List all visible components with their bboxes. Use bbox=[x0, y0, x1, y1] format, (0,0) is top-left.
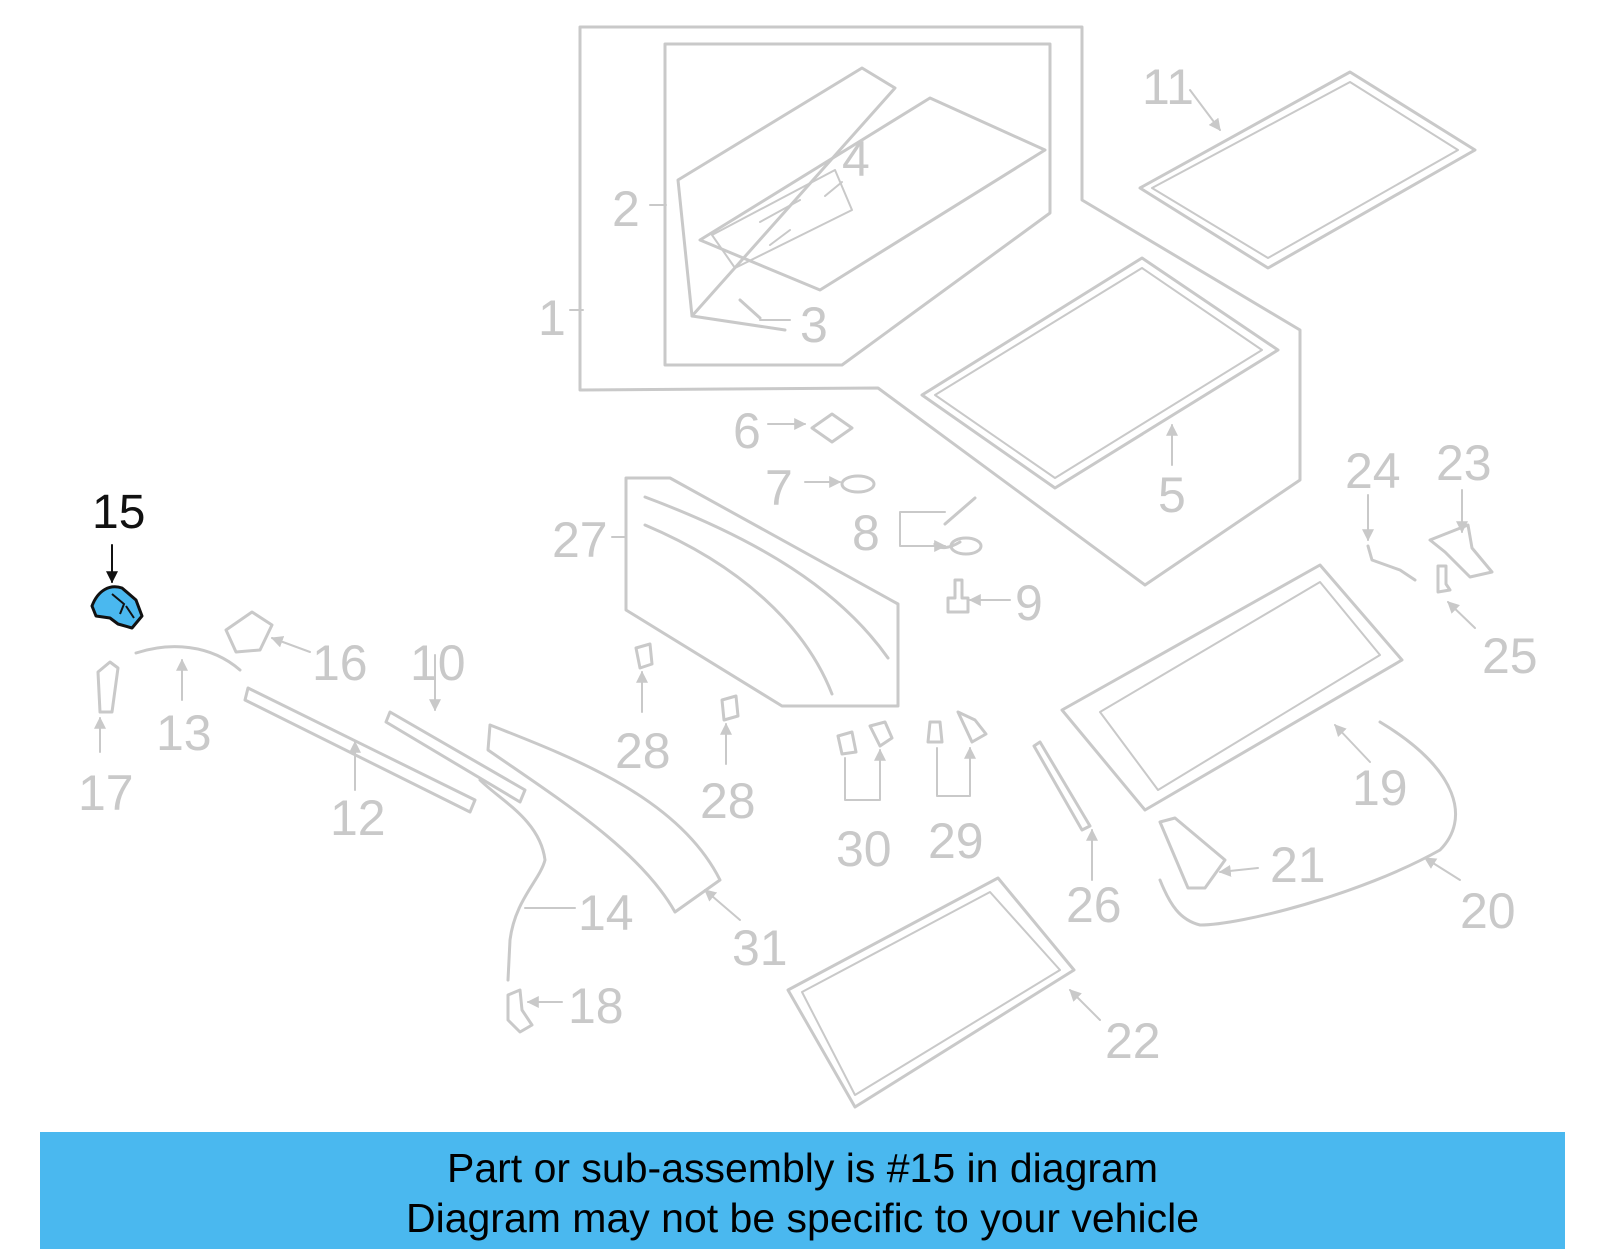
caption-line-2: Diagram may not be specific to your vehi… bbox=[405, 1195, 1199, 1241]
callout-12: 12 bbox=[330, 790, 386, 846]
callout-21: 21 bbox=[1270, 837, 1326, 893]
callout-28b: 28 bbox=[700, 773, 756, 829]
moldings bbox=[134, 645, 722, 982]
rear-glass-and-seal bbox=[1060, 563, 1457, 927]
callout-13: 13 bbox=[156, 705, 212, 761]
callout-28a: 28 bbox=[615, 723, 671, 779]
callout-26: 26 bbox=[1066, 877, 1122, 933]
callout-11: 11 bbox=[1142, 59, 1194, 115]
callout-24: 24 bbox=[1345, 443, 1401, 499]
callout-17: 17 bbox=[78, 765, 134, 821]
callout-4: 4 bbox=[842, 131, 870, 187]
roof-opening-frame bbox=[920, 256, 1280, 490]
callout-2: 2 bbox=[612, 181, 640, 237]
callout-31: 31 bbox=[732, 920, 788, 976]
callout-labels: 1 2 3 4 5 6 7 8 9 10 11 12 13 14 15 16 1… bbox=[78, 59, 1538, 1069]
callout-29: 29 bbox=[928, 813, 984, 869]
small-hardware bbox=[96, 523, 1494, 1034]
callout-15: 15 bbox=[92, 486, 145, 539]
callout-18: 18 bbox=[568, 978, 624, 1034]
callout-19: 19 bbox=[1352, 760, 1408, 816]
callout-8: 8 bbox=[852, 505, 880, 561]
highlighted-part-15 bbox=[90, 585, 144, 630]
callout-10: 10 bbox=[410, 635, 466, 691]
quarter-glass bbox=[786, 876, 1076, 1109]
roof-rail-panel bbox=[624, 476, 900, 708]
callout-25: 25 bbox=[1482, 628, 1538, 684]
callout-22: 22 bbox=[1105, 1013, 1161, 1069]
callout-1: 1 bbox=[538, 290, 566, 346]
callout-7: 7 bbox=[765, 460, 793, 516]
sunroof-glass bbox=[1138, 70, 1477, 270]
callout-16: 16 bbox=[312, 635, 368, 691]
caption-line-1: Part or sub-assembly is #15 in diagram bbox=[447, 1145, 1158, 1191]
callout-9: 9 bbox=[1015, 575, 1043, 631]
callout-6: 6 bbox=[733, 403, 761, 459]
callout-14: 14 bbox=[578, 885, 634, 941]
callout-27: 27 bbox=[552, 512, 608, 568]
callout-30: 30 bbox=[836, 821, 892, 877]
caption-banner: Part or sub-assembly is #15 in diagram D… bbox=[40, 1132, 1565, 1249]
callout-20: 20 bbox=[1460, 883, 1516, 939]
callout-5: 5 bbox=[1158, 467, 1186, 523]
callout-23: 23 bbox=[1436, 435, 1492, 491]
leader-lines bbox=[94, 89, 1476, 1021]
callout-3: 3 bbox=[800, 297, 828, 353]
roof-panel-assembly bbox=[578, 25, 1302, 587]
